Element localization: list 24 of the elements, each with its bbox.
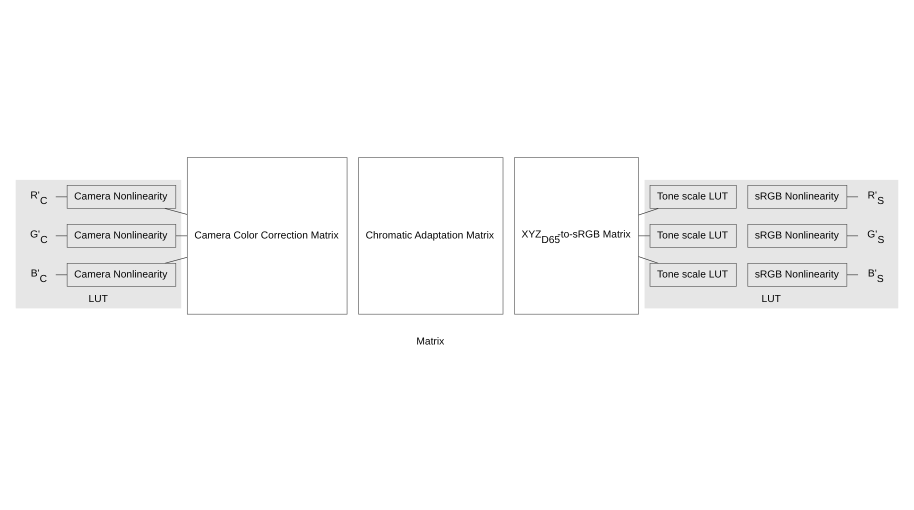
- connector: [846, 196, 858, 197]
- connector: [55, 274, 68, 275]
- node-box: Tone scale LUT: [650, 224, 737, 248]
- connector: [846, 235, 858, 236]
- connector: [164, 256, 188, 264]
- node-box: Tone scale LUT: [650, 262, 737, 286]
- connector: [638, 256, 659, 264]
- connector: [55, 196, 68, 197]
- connector: [176, 235, 188, 236]
- node-box: Chromatic Adaptation Matrix: [358, 156, 504, 314]
- label: Matrix: [416, 336, 444, 347]
- node-box: Camera Nonlinearity: [66, 184, 176, 208]
- connector: [638, 208, 659, 215]
- node-box: Tone scale LUT: [650, 184, 737, 208]
- node-box: sRGB Nonlinearity: [747, 184, 848, 208]
- node-box: Camera Color Correction Matrix: [186, 156, 348, 314]
- connector: [638, 235, 650, 236]
- connector: [164, 208, 188, 214]
- node-box: sRGB Nonlinearity: [747, 262, 848, 286]
- connector: [55, 235, 68, 236]
- node-box: Camera Nonlinearity: [66, 224, 176, 248]
- node-box: sRGB Nonlinearity: [747, 224, 848, 248]
- connector: [846, 274, 858, 275]
- node-box: Camera Nonlinearity: [66, 262, 176, 286]
